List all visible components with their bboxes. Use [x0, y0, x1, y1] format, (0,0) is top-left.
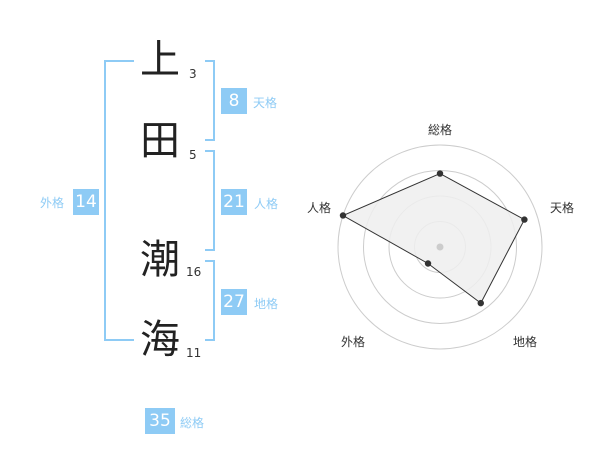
tenkaku-bracket: [205, 60, 215, 141]
radar-ring: [337, 144, 543, 350]
axis-label-tenkaku: 天格: [550, 200, 574, 215]
radar-point: [477, 299, 484, 307]
jinkaku-value: 21: [221, 189, 247, 215]
radar-points: [339, 170, 528, 307]
name-char-2: 田: [140, 118, 180, 164]
gaikaku-label: 外格: [40, 196, 65, 210]
chikaku-label: 地格: [254, 297, 279, 311]
radar-polygon: [341, 173, 526, 304]
soukaku-value: 35: [145, 408, 175, 434]
name-char-1: 上: [140, 37, 180, 83]
chikaku-value: 27: [221, 289, 247, 315]
radar-point: [424, 260, 432, 267]
soukaku-label: 総格: [180, 416, 205, 430]
radar-chart: 総格 天格 地格 外格 人格: [307, 122, 574, 350]
stroke-count-2: 5: [189, 148, 197, 162]
axis-label-chikaku: 地格: [513, 334, 537, 349]
stroke-count-1: 3: [189, 67, 197, 81]
stroke-count-3: 16: [186, 265, 202, 279]
tenkaku-value: 8: [221, 88, 247, 114]
name-char-4: 海: [140, 317, 180, 363]
radar-point: [436, 170, 444, 177]
axis-label-soukaku: 総格: [428, 122, 452, 137]
name-char-3: 潮: [140, 237, 180, 283]
gaikaku-bracket: [104, 60, 134, 341]
radar-point: [339, 212, 347, 219]
radar-point: [521, 216, 528, 223]
chikaku-bracket: [205, 260, 215, 341]
jinkaku-label: 人格: [254, 197, 279, 211]
stroke-count-4: 11: [186, 346, 202, 360]
axis-label-jinkaku: 人格: [307, 200, 331, 215]
gaikaku-value: 14: [73, 189, 99, 215]
radar-center-dot: [436, 243, 444, 251]
axis-label-gaikaku: 外格: [341, 334, 365, 349]
jinkaku-bracket: [205, 150, 215, 251]
tenkaku-label: 天格: [253, 96, 278, 110]
